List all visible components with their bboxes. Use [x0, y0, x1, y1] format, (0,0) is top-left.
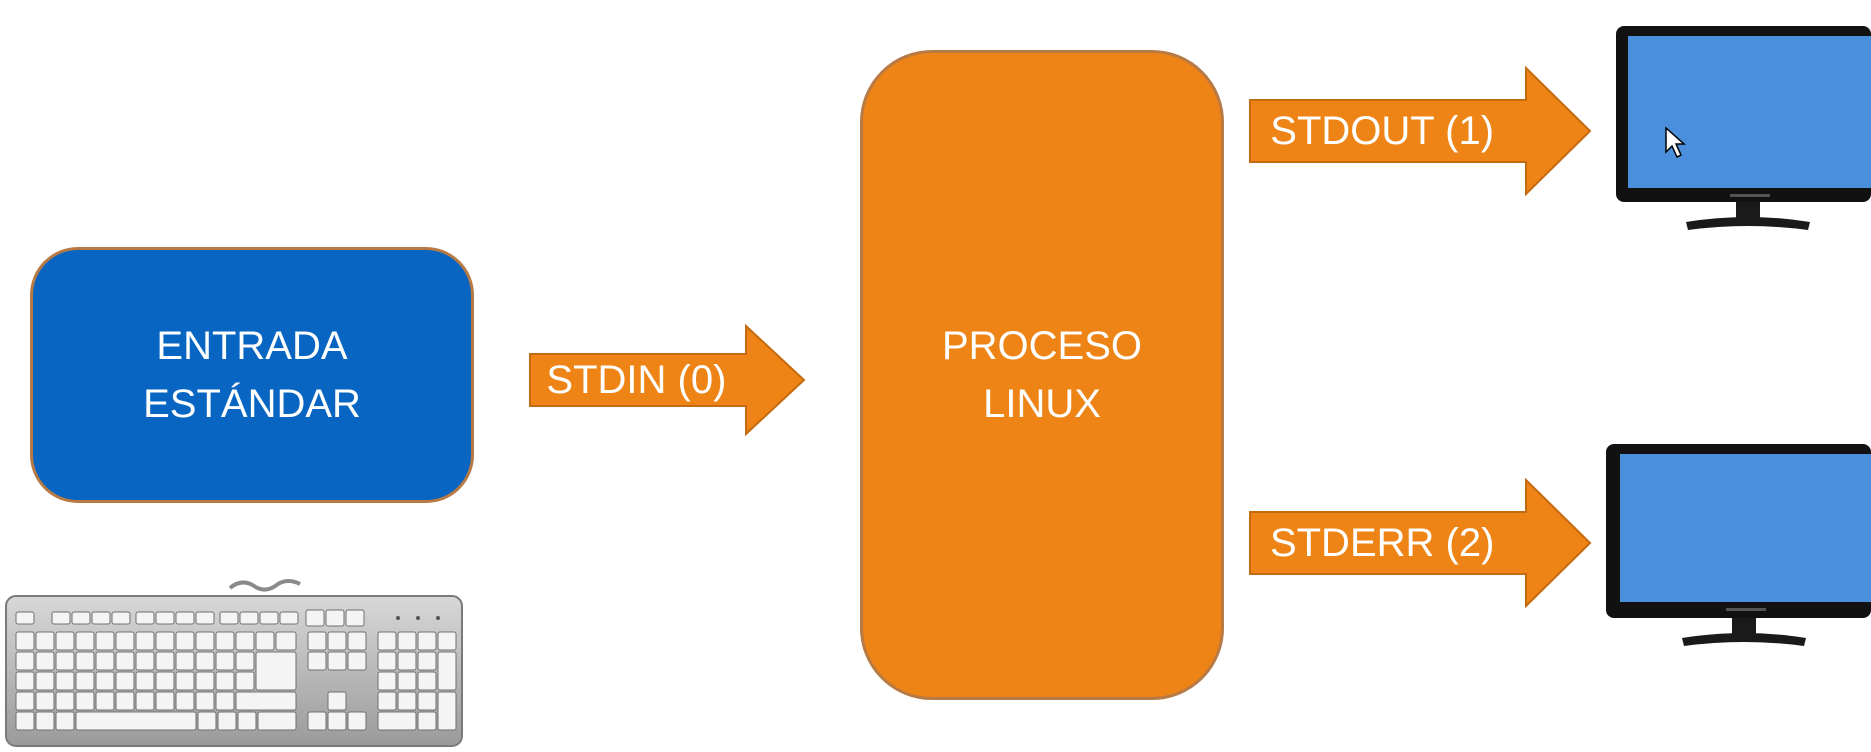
stdout-label: STDOUT (1) [1270, 108, 1495, 153]
monitor-icon [1612, 24, 1871, 236]
stdin-arrow: STDIN (0) [528, 324, 806, 436]
input-box-label-line2: ESTÁNDAR [143, 382, 361, 426]
stdin-arrow-shape [529, 324, 806, 436]
stderr-label: STDERR (2) [1269, 520, 1495, 565]
process-box-label-line1: PROCESO [941, 324, 1143, 368]
process-box-label-line2: LINUX [983, 382, 1101, 426]
stdin-label: STDIN (0) [546, 357, 727, 402]
stderr-arrow: STDERR (2) [1248, 478, 1592, 608]
input-box-label-line1: ENTRADA [156, 324, 348, 368]
stdout-arrow: STDOUT (1) [1248, 66, 1592, 196]
stdout-arrow-shape [1249, 66, 1592, 196]
linux-process-box: PROCESO LINUX [860, 50, 1224, 700]
stderr-arrow-shape [1249, 478, 1592, 608]
mouse-cursor-icon [1665, 126, 1686, 159]
monitor-icon [1602, 442, 1871, 652]
standard-input-box: ENTRADA ESTÁNDAR [30, 247, 474, 503]
keyboard-icon [4, 576, 464, 747]
